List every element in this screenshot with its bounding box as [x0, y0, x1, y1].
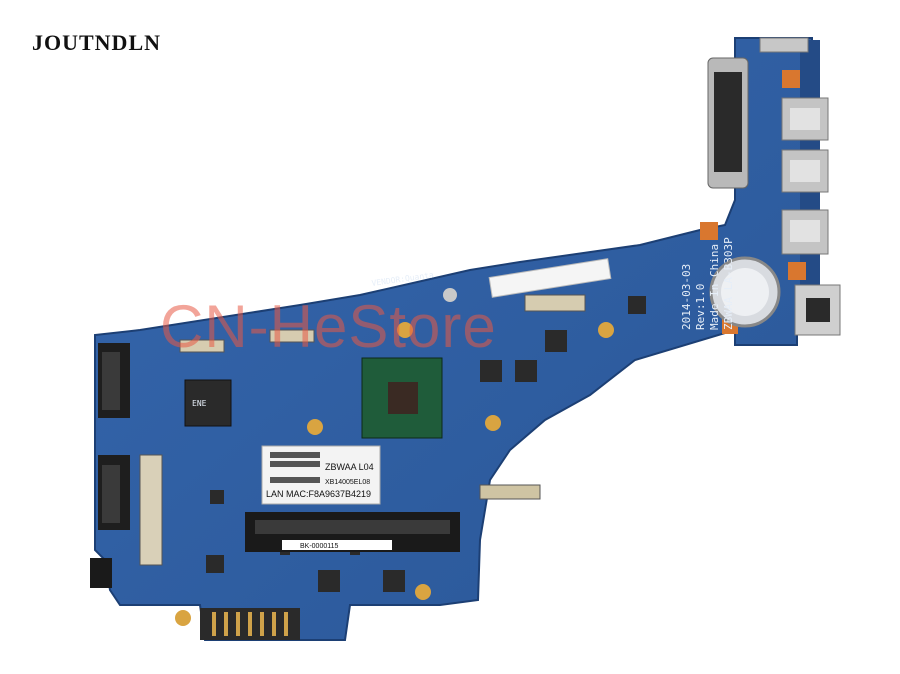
lan-mac-label: LAN MAC:F8A9637B4219: [266, 489, 371, 499]
board-date: 2014-03-03: [680, 264, 693, 330]
keyboard-connector: [479, 484, 541, 500]
brand-logo-text: JOUTNDLN: [32, 30, 162, 55]
audio-jack: [90, 558, 112, 588]
svg-text:ENE: ENE: [192, 399, 207, 408]
barcode-sticker: [488, 258, 612, 298]
sticker-model: ZBWAA L04: [325, 462, 374, 472]
top-small-connector: [759, 37, 809, 53]
ram-sticker-text: BK-0000115: [300, 543, 339, 550]
board-made-in: Made In China: [708, 244, 721, 330]
sticker-serial: XB14005EL08: [325, 479, 370, 486]
board-rev: Rev:1.0: [694, 284, 707, 330]
cpu-die: [388, 382, 418, 414]
board-model: ZBWAA LA-B303P: [722, 237, 735, 330]
flex-connector-left: [139, 454, 163, 566]
ec-chip: [184, 379, 232, 427]
lvds-connector: [179, 339, 225, 353]
silkscreen-markings: 2014-03-03 Rev:1.0 Made In China ZBWAA L…: [680, 237, 735, 330]
